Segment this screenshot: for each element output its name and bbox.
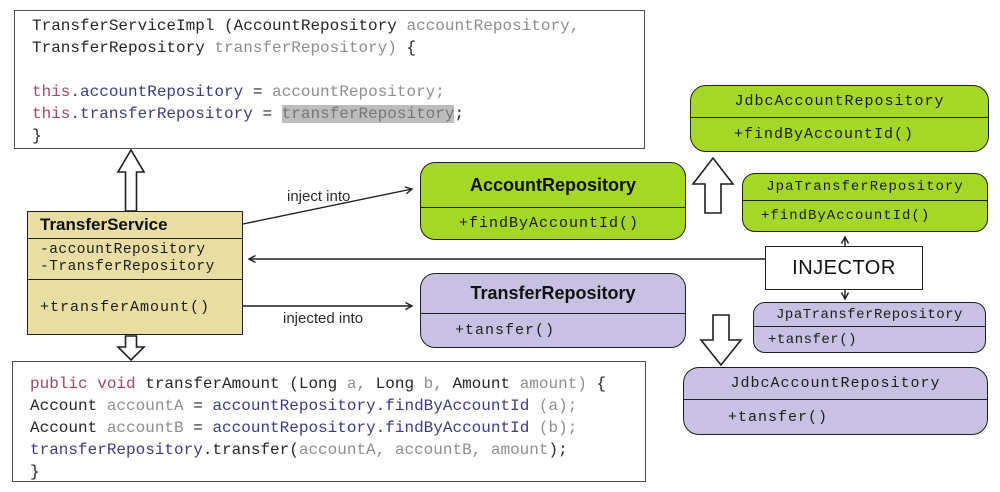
implements-up-arrow — [691, 156, 735, 214]
transfer-repository-title: TransferRepository — [421, 274, 685, 314]
code-line: } — [30, 463, 40, 481]
code-line: this.transferRepository = transferReposi… — [32, 105, 465, 123]
jpa-transfer-repository-green-method: +findByAccountId() — [761, 208, 931, 224]
code-line: transferRepository.transfer(accountA, ac… — [30, 441, 568, 459]
attribute-account-repository: -accountRepository — [40, 242, 206, 258]
inject-into-label: inject into — [287, 188, 351, 205]
transfer-repository-method: +tansfer() — [455, 322, 556, 339]
injected-into-label: injected into — [283, 310, 364, 327]
constructor-code-box: TransferServiceImpl (AccountRepository a… — [14, 10, 645, 149]
transfer-amount-code-box: public void transferAmount (Long a, Long… — [12, 361, 646, 482]
jdbc-account-repository-purple-box: JdbcAccountRepository +tansfer() — [683, 367, 988, 435]
jdbc-account-repository-purple-title: JdbcAccountRepository — [684, 368, 987, 400]
jpa-transfer-repository-green-box: JpaTransferRepository +findByAccountId() — [742, 173, 988, 232]
transfer-service-attributes: -accountRepository -TransferRepository — [28, 239, 242, 280]
account-repository-title: AccountRepository — [421, 163, 685, 208]
implements-down-arrow — [699, 314, 743, 367]
jpa-transfer-repository-green-title: JpaTransferRepository — [743, 174, 987, 201]
code-line: this.accountRepository = accountReposito… — [32, 83, 445, 101]
injector-box: INJECTOR — [765, 246, 923, 290]
jpa-transfer-repository-purple-method: +tansfer() — [768, 331, 858, 348]
code-line — [32, 59, 644, 81]
code-line: public void transferAmount (Long a, Long… — [30, 375, 607, 393]
code-line: Account accountA = accountRepository.fin… — [30, 397, 578, 415]
transfer-repository-interface-box: TransferRepository +tansfer() — [420, 273, 686, 348]
account-repository-method: +findByAccountId() — [459, 215, 640, 232]
code-link-up-arrow — [116, 148, 146, 212]
jdbc-account-repository-green-title: JdbcAccountRepository — [691, 86, 988, 118]
transfer-service-title: TransferService — [28, 212, 242, 239]
attribute-transfer-repository: -TransferRepository — [40, 259, 215, 275]
jpa-transfer-repository-purple-box: JpaTransferRepository +tansfer() — [753, 302, 986, 353]
code-line: } — [32, 127, 42, 145]
transfer-service-class-box: TransferService -accountRepository -Tran… — [27, 211, 243, 335]
jdbc-account-repository-green-method: +findByAccountId() — [734, 126, 915, 143]
transfer-service-method: +transferAmount() — [40, 298, 211, 316]
account-repository-interface-box: AccountRepository +findByAccountId() — [420, 162, 686, 240]
code-link-down-arrow — [116, 335, 146, 362]
jpa-transfer-repository-purple-title: JpaTransferRepository — [754, 303, 985, 327]
injector-label: INJECTOR — [792, 256, 896, 279]
code-line: Account accountB = accountRepository.fin… — [30, 419, 578, 437]
code-line: TransferRepository transferRepository) { — [32, 39, 417, 57]
jdbc-account-repository-purple-method: +tansfer() — [728, 408, 829, 426]
jdbc-account-repository-green-box: JdbcAccountRepository +findByAccountId() — [690, 85, 989, 152]
code-line: TransferServiceImpl (AccountRepository a… — [32, 17, 580, 35]
